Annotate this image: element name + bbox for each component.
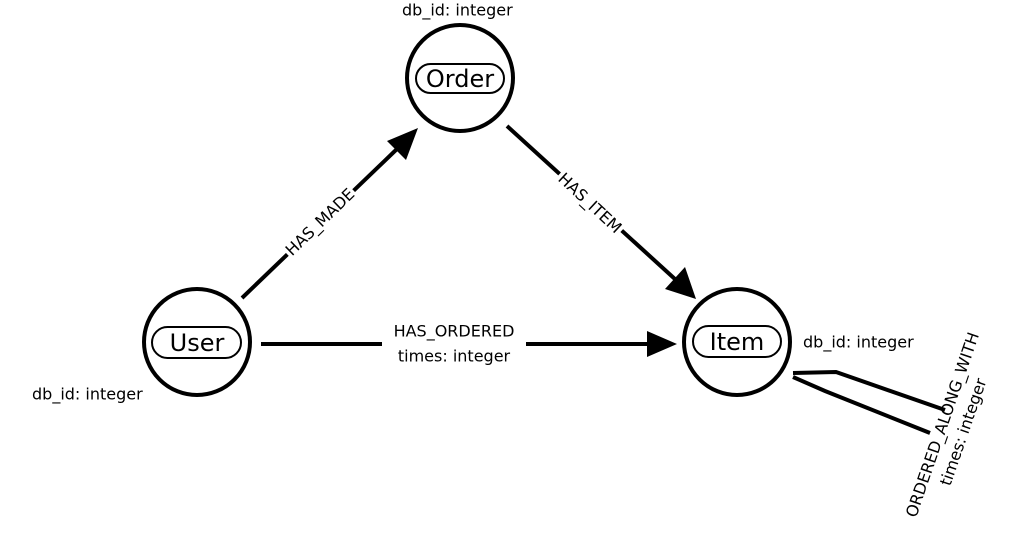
node-item-pill [692,325,782,358]
node-item: Item db_id: integer [682,287,914,397]
node-order-pill [415,63,505,94]
edge-has-ordered: HAS_ORDERED times: integer [261,318,677,370]
node-order: Order db_id: integer [402,1,515,133]
node-user-property: db_id: integer [32,385,143,405]
edge-has-item: HAS_ITEM [505,124,696,299]
node-item-property: db_id: integer [803,333,914,353]
edge-has-item-arrowhead [665,267,696,299]
edge-ordered-along-with-line-lower [792,375,931,435]
edge-has-made: HAS_MADE [240,128,418,300]
node-order-label: Order [426,65,494,93]
edge-has-ordered-property: times: integer [398,347,511,366]
edge-ordered-along-with-line-upper [792,369,946,412]
node-user-pill [151,326,242,359]
edge-has-made-label: HAS_MADE [282,184,359,260]
node-order-property: db_id: integer [402,1,513,21]
node-item-label: Item [710,328,765,356]
edge-has-ordered-label: HAS_ORDERED [394,322,515,342]
node-user: User db_id: integer [32,287,252,405]
edge-has-made-arrowhead [387,128,418,160]
edge-has-item-label: HAS_ITEM [554,169,626,238]
edge-has-ordered-arrowhead [647,331,677,357]
edge-ordered-along-with: ORDERED_ALONG_WITH times: integer [792,330,991,520]
node-user-label: User [170,329,225,357]
